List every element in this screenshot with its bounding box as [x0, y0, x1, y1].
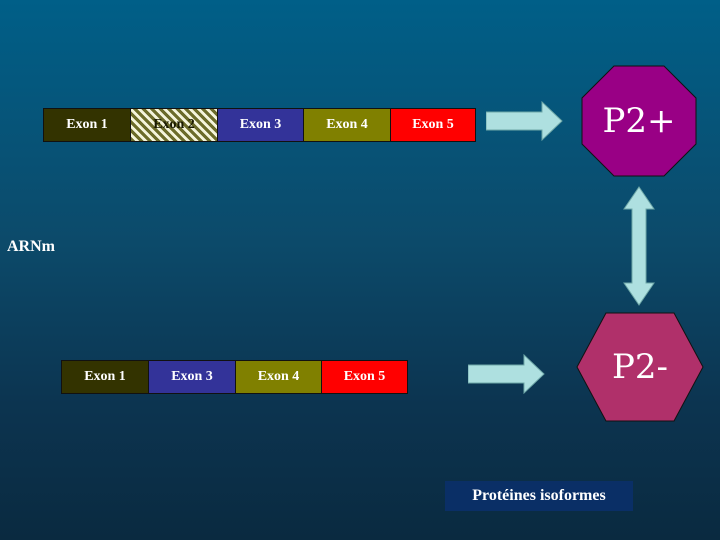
arnm-label: ARNm: [7, 238, 55, 255]
double-arrow-vertical: [623, 186, 655, 306]
exon-1: Exon 1: [44, 109, 131, 141]
protein-p2-plus-label: P2+: [602, 101, 676, 141]
exon-3: Exon 3: [218, 109, 304, 141]
exon-4: Exon 4: [236, 361, 322, 393]
mrna-row-spliced: Exon 1 Exon 3 Exon 4 Exon 5: [61, 360, 408, 394]
exon-5: Exon 5: [391, 109, 475, 141]
protein-p2-plus-octagon: [581, 65, 697, 177]
exon-1: Exon 1: [62, 361, 149, 393]
exon-3: Exon 3: [149, 361, 236, 393]
exon-2: Exon 2: [131, 109, 218, 141]
protein-p2-minus-hexagon: [576, 312, 704, 422]
arrow-right-bottom: [468, 354, 545, 394]
mrna-row-full: Exon 1 Exon 2 Exon 3 Exon 4 Exon 5: [43, 108, 476, 142]
isoform-caption: Protéines isoformes: [445, 481, 633, 511]
exon-5: Exon 5: [322, 361, 407, 393]
exon-4: Exon 4: [304, 109, 391, 141]
protein-p2-minus-label: P2-: [612, 347, 668, 387]
arrow-right-top: [486, 101, 563, 141]
